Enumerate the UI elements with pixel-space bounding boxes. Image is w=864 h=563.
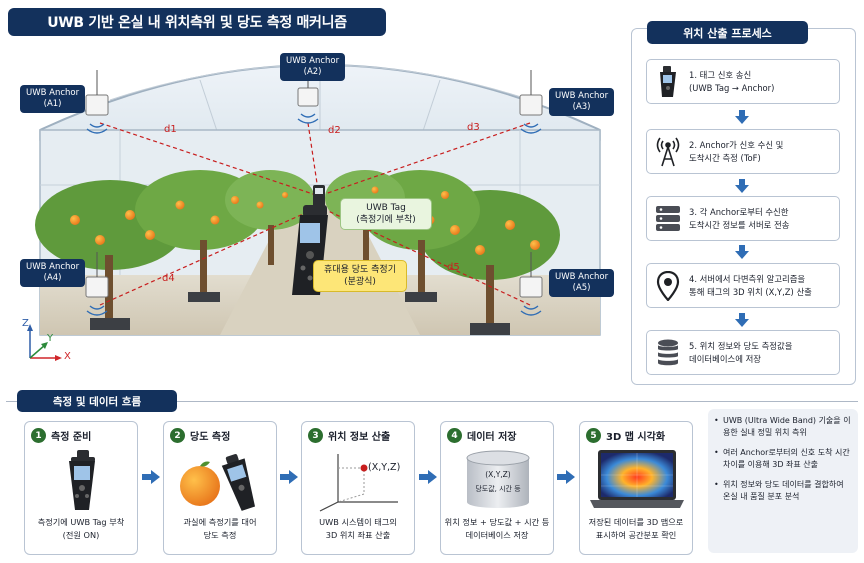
left-orange-trees [35,170,315,330]
location-pin-icon [647,270,689,301]
anchor-devices [85,65,543,298]
flow-section-title: 측정 및 데이터 흐름 [17,390,177,412]
step-number-2: 2 [170,428,185,443]
handheld-meter-icon [31,448,133,512]
process-step-3: 3. 각 Anchor로부터 수신한 도착시간 정보를 서버로 전송 [646,196,840,241]
distance-lines [99,122,531,306]
axis-label-x: X [64,351,71,362]
section-divider [6,401,858,402]
xyz-axes-icon [27,324,62,361]
process-step-1: 1. 태그 신호 송신 (UWB Tag → Anchor) [646,59,840,104]
summary-notes: UWB (Ultra Wide Band) 기술을 이용한 실내 정밀 위치 측… [708,409,858,553]
database-cylinder-icon: (X,Y,Z) 당도값, 시간 등 [447,448,549,512]
anchor-label-a3: UWB Anchor (A3) [549,88,615,116]
down-arrow-icon [735,110,749,124]
orange-and-meter-icon [170,448,272,512]
uwb-tag-callout: UWB Tag (측정기에 부착) [340,198,432,230]
meter-callout: 휴대용 당도 측정기 (분광식) [313,260,407,292]
anchor-label-a4: UWB Anchor (A4) [20,259,86,287]
page-title: UWB 기반 온실 내 위치측위 및 당도 측정 매커니즘 [8,8,386,36]
right-arrow-icon [557,470,575,484]
flow-card-title: 위치 정보 산출 [328,432,391,443]
laptop-3d-map-icon [586,448,688,512]
note-item: 위치 정보와 당도 데이터를 결합하여 온실 내 품질 분포 분석 [714,479,852,503]
antenna-tower-icon [647,137,689,167]
note-item: UWB (Ultra Wide Band) 기술을 이용한 실내 정밀 위치 측… [714,415,852,439]
axis-label-y: Y [47,333,54,344]
process-panel-title: 위치 산출 프로세스 [647,21,808,44]
right-arrow-icon [419,470,437,484]
distance-label-d4: d4 [162,273,175,284]
down-arrow-icon [735,245,749,259]
step-number-1: 1 [31,428,46,443]
handheld-tag-icon [647,65,689,98]
coordinate-label: (X,Y,Z) [368,462,401,473]
down-arrow-icon [735,313,749,327]
3d-coordinate-icon: (X,Y,Z) [308,448,410,512]
process-step-2: 2. Anchor가 신호 수신 및 도착시간 측정 (ToF) [646,129,840,174]
distance-label-d2: d2 [328,125,341,136]
distance-label-d3: d3 [467,122,480,133]
right-arrow-icon [280,470,298,484]
axis-label-z: Z [22,318,29,329]
database-icon [647,339,689,367]
distance-label-d5: d5 [447,262,460,273]
flow-card-title: 측정 준비 [51,432,92,443]
anchor-label-a1: UWB Anchor (A1) [20,85,86,113]
anchor-label-a5: UWB Anchor (A5) [549,269,615,297]
server-icon [647,205,689,233]
note-item: 여러 Anchor로부터의 신호 도착 시간 차이를 이용해 3D 좌표 산출 [714,447,852,471]
flow-card-title: 당도 측정 [190,432,231,443]
anchor-label-a2: UWB Anchor (A2) [280,53,346,81]
step-number-5: 5 [586,428,601,443]
right-arrow-icon [142,470,160,484]
signal-wave-icons [86,113,542,316]
down-arrow-icon [735,179,749,193]
process-step-5: 5. 위치 정보와 당도 측정값을 데이터베이스에 저장 [646,330,840,375]
flow-card-title: 데이터 저장 [467,432,517,443]
distance-label-d1: d1 [164,124,177,135]
greenhouse-illustration [27,64,601,361]
step-number-3: 3 [308,428,323,443]
greenhouse-scene: UWB Anchor (A1) UWB Anchor (A2) UWB Anch… [0,40,625,385]
flow-card-title: 3D 맵 시각화 [606,432,666,443]
step-number-4: 4 [447,428,462,443]
